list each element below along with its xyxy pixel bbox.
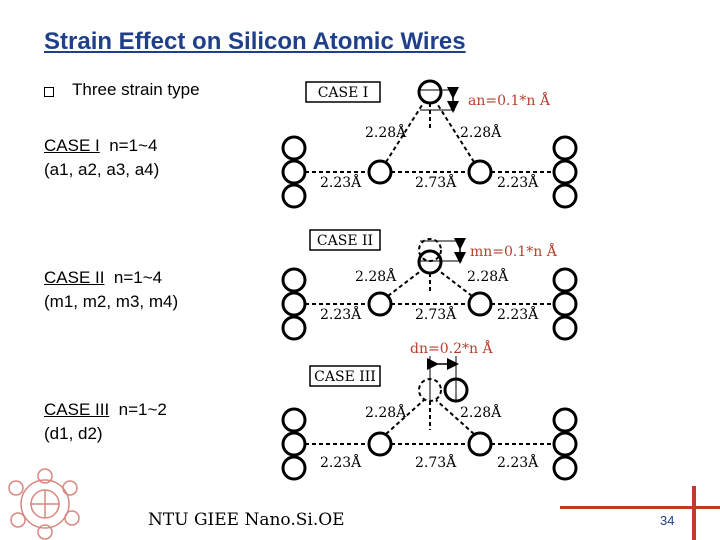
atom (467, 159, 493, 185)
case-3-text: CASE III n=1~2 (d1, d2) (44, 398, 167, 446)
case-2-range: n=1~4 (113, 268, 163, 287)
footer-text: NTU GIEE Nano.Si.OE (148, 510, 345, 530)
slide-title: Strain Effect on Silicon Atomic Wires (44, 28, 466, 55)
case-1-items: (a1, a2, a3, a4) (44, 160, 160, 179)
case-2-text: CASE II n=1~4 (m1, m2, m3, m4) (44, 266, 178, 314)
case-3-bond-right: 2.28Å (460, 403, 502, 421)
case-1-dist-center: 2.73Å (415, 173, 457, 191)
case-2-name: CASE II (44, 268, 105, 287)
atom (281, 291, 307, 317)
case-1-label: CASE I (318, 85, 369, 101)
case-3-bond-left: 2.28Å (365, 403, 407, 421)
case-2-strain: mn=0.1*n Å (470, 242, 558, 260)
atom (281, 315, 307, 341)
atom (552, 267, 578, 293)
case-2-items: (m1, m2, m3, m4) (44, 292, 179, 311)
diagram-case-2: CASE II mn=0.1*n Å 2.28Å 2.28Å 2.23Å 2.7… (281, 229, 578, 341)
case-1-text: CASE I n=1~4 (a1, a2, a3, a4) (44, 134, 159, 182)
top-atom (417, 79, 443, 105)
atom (281, 267, 307, 293)
atom (281, 159, 307, 185)
atom (281, 431, 307, 457)
top-atom (443, 377, 469, 403)
case-1-bond-left: 2.28Å (365, 123, 407, 141)
footer-rule-horizontal (560, 506, 720, 509)
atom (367, 291, 393, 317)
atom (552, 291, 578, 317)
case-1-name: CASE I (44, 136, 100, 155)
case-3-label-box (309, 365, 381, 387)
case-2-dist-center: 2.73Å (415, 305, 457, 323)
atom (552, 159, 578, 185)
case-2-bond-left: 2.28Å (355, 267, 397, 285)
atom (467, 291, 493, 317)
case-2-label-box (309, 229, 381, 251)
atom (367, 431, 393, 457)
case-3-strain: dn=0.2*n Å (410, 339, 493, 357)
case-1-strain: an=0.1*n Å (468, 91, 551, 109)
case-2-bond-right: 2.28Å (467, 267, 509, 285)
atom (552, 407, 578, 433)
case-3-dist-center: 2.73Å (415, 453, 457, 471)
case-3-label: CASE III (314, 369, 376, 385)
case-1-dist-right: 2.23Å (497, 173, 539, 191)
atom (367, 159, 393, 185)
atom (552, 431, 578, 457)
diagram-case-1: CASE I an=0.1*n Å 2.28Å 2.28Å 2.23Å 2.73… (281, 79, 578, 209)
page-number: 34 (660, 513, 675, 528)
atom (281, 183, 307, 209)
case-3-name: CASE III (44, 400, 110, 419)
atom (552, 135, 578, 161)
atom (467, 431, 493, 457)
case-2-label: CASE II (317, 233, 373, 249)
case-2-dist-right: 2.23Å (497, 305, 539, 323)
case-1-label-box (305, 81, 381, 103)
institute-logo (8, 468, 80, 540)
case-1-range: n=1~4 (109, 136, 158, 155)
atom (281, 407, 307, 433)
atom (552, 455, 578, 481)
case-3-items: (d1, d2) (44, 424, 103, 443)
bullet-text: Three strain type (72, 80, 200, 99)
case-2-dist-left: 2.23Å (320, 305, 362, 323)
atom (552, 315, 578, 341)
case-3-dist-left: 2.23Å (320, 453, 362, 471)
bullet-marker (44, 87, 54, 97)
footer-rule-vertical (692, 486, 696, 540)
case-1-bond-right: 2.28Å (460, 123, 502, 141)
diagram-case-3: dn=0.2*n Å CASE III 2.28Å 2.28Å 2.23Å 2.… (281, 339, 578, 481)
atom (281, 455, 307, 481)
case-1-dist-left: 2.23Å (320, 173, 362, 191)
case-3-range: n=1~2 (118, 400, 167, 419)
atom (552, 183, 578, 209)
case-3-dist-right: 2.23Å (497, 453, 539, 471)
atom (281, 135, 307, 161)
